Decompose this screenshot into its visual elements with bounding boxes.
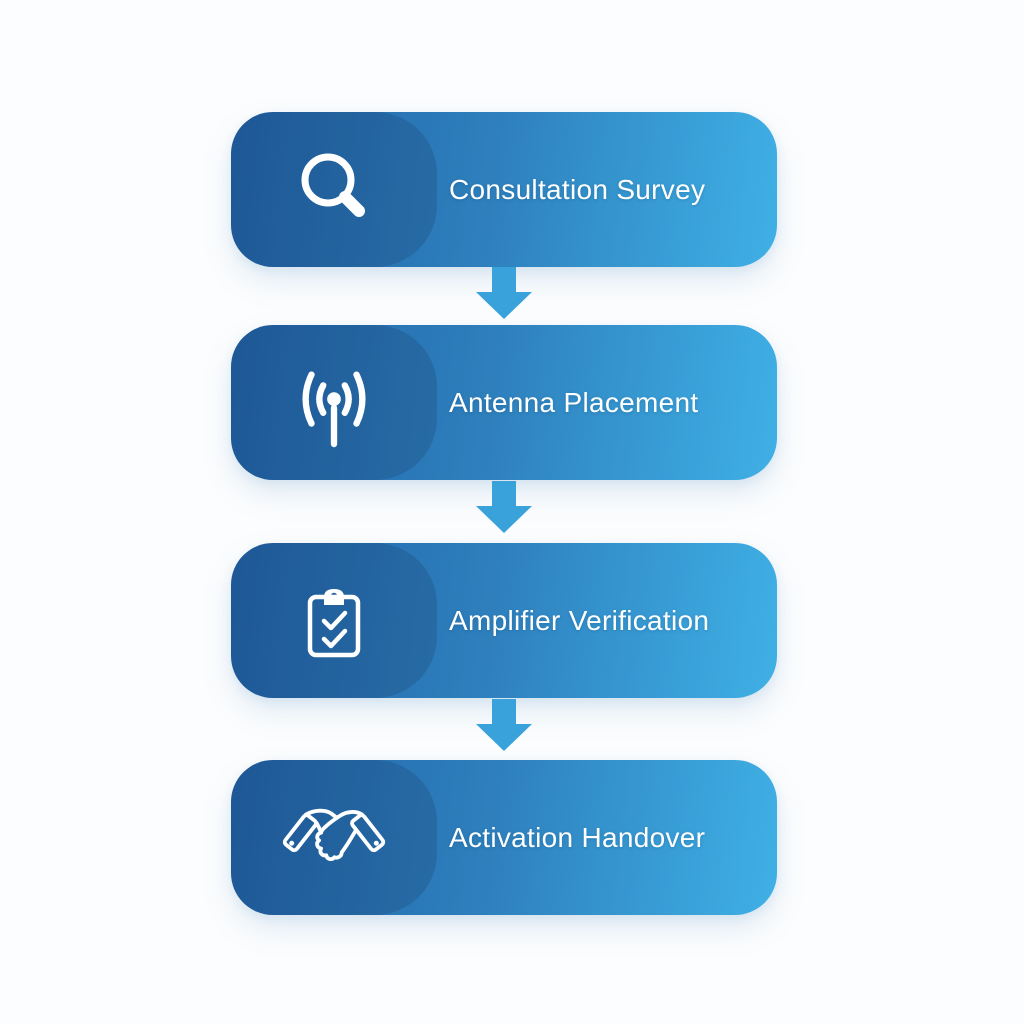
step-icon-box: [231, 112, 437, 267]
search-icon: [301, 153, 365, 217]
antenna-signal-icon: [302, 371, 366, 448]
step-label: Consultation Survey: [449, 173, 706, 205]
step-icon-box: [231, 543, 437, 698]
clipboard-check-icon: [307, 588, 361, 657]
step-icon-box: [231, 760, 437, 915]
step-card-amplifier-verification: Amplifier Verification: [231, 543, 777, 698]
step-card-consultation-survey: Consultation Survey: [231, 112, 777, 267]
step-label: Amplifier Verification: [449, 604, 710, 636]
handshake-icon: [282, 808, 386, 862]
down-arrow-icon: [476, 267, 532, 319]
step-card-activation-handover: Activation Handover: [231, 760, 777, 915]
step-label: Activation Handover: [449, 821, 706, 853]
down-arrow-icon: [476, 699, 532, 751]
step-label: Antenna Placement: [449, 386, 699, 418]
step-card-antenna-placement: Antenna Placement: [231, 325, 777, 480]
down-arrow-icon: [476, 481, 532, 533]
step-icon-box: [231, 325, 437, 480]
